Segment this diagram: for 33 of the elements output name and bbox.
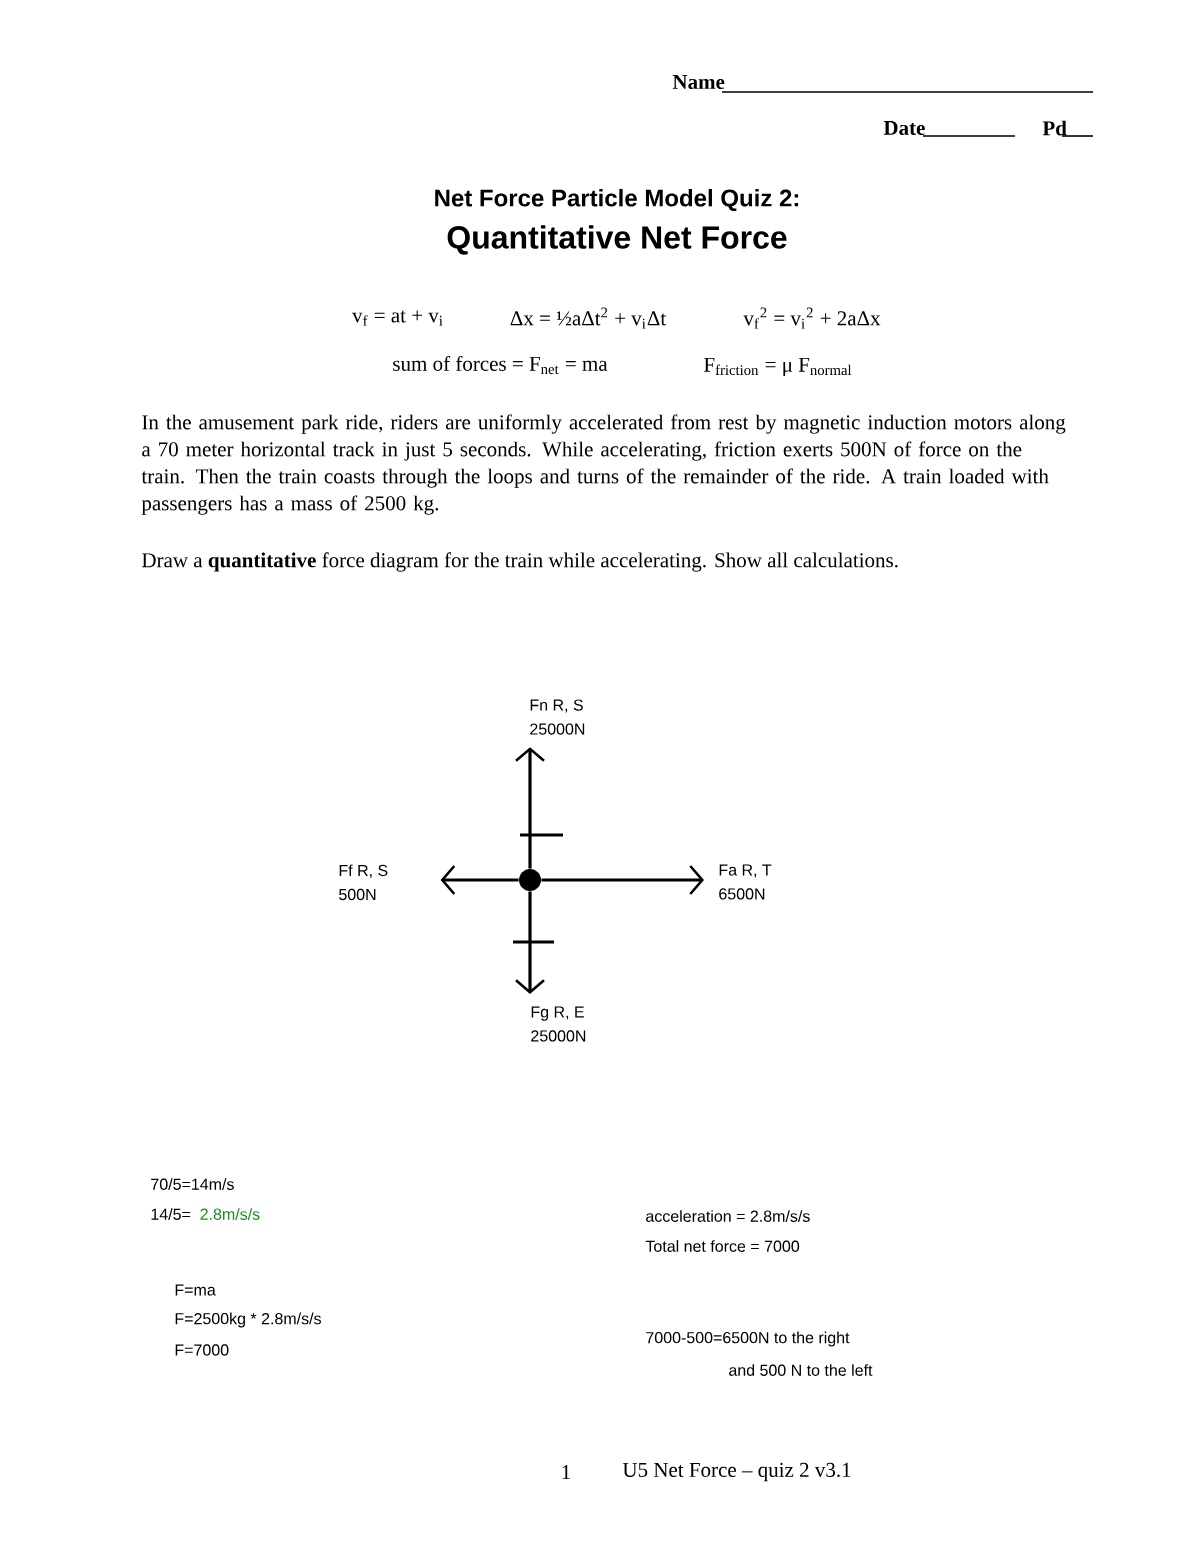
problem-text: In the amusement park ride, riders are uniformly accelerated from rest by magnetic induction motors along a 70 meter horizontal track in just 5 seconds. While accelerating, friction exerts 500N of force on the train. Then the train coasts through the loops and turns of the remainder of the ride. A train loaded with passengers has a mass of 2500 kg. [141,414,1066,515]
force-label: Ff R, S 500N [339,864,388,901]
equation: sum of forces = F$_{net}$ = ma [393,355,608,375]
force-label: Fg R, E 25000N [531,1006,586,1042]
force-arrow [515,891,545,994]
answer-text: 2.8m/s/s [200,1208,260,1220]
field-label: Date [883,121,925,135]
field-label: Name [672,75,725,89]
equation: v$_{f}$ = at + v$_{i}$ [352,310,443,326]
field-label: Pd [1042,120,1067,136]
footer-text: U5 Net Force – quiz 2 v3.1 [622,1462,851,1482]
calculation-text: Total net force = 7000 [645,1240,800,1252]
force-arrow [440,865,519,895]
calculation-text: 70/5=14m/s [151,1178,234,1190]
force-arrow [541,865,704,895]
particle-dot [519,869,541,891]
equation: Δx = ½aΔt$^{2}$ + v$_{i}$Δt [510,307,667,329]
calculation-text: and 500 N to the left [729,1364,873,1376]
calculation-text: F=7000 [175,1344,229,1356]
page-number: 1 [562,1465,570,1479]
equation: v$_{f}$$^{2}$ = v$_{i}$$^{2}$ + 2aΔx [743,307,881,329]
calculation-text: F=ma [175,1284,216,1296]
instruction-text: Draw a quantitative force diagram for the train while accelerating. Show all calculations. [142,552,898,572]
calculation-text: 7000-500=6500N to the right [646,1331,850,1347]
force-arrow [515,747,545,869]
force-label: Fa R, T 6500N [719,864,772,900]
force-label: Fn R, S 25000N [530,699,585,735]
quiz-heading: Quantitative Net Force [447,225,787,255]
calculation-text: F=2500kg * 2.8m/s/s [175,1312,321,1328]
equation: F$_{friction}$ = μ F$_{normal}$ [704,357,852,377]
calculation-text: 14/5= [151,1208,191,1220]
calculation-text: acceleration = 2.8m/s/s [646,1210,810,1222]
quiz-title: Net Force Particle Model Quiz 2: [435,188,799,212]
